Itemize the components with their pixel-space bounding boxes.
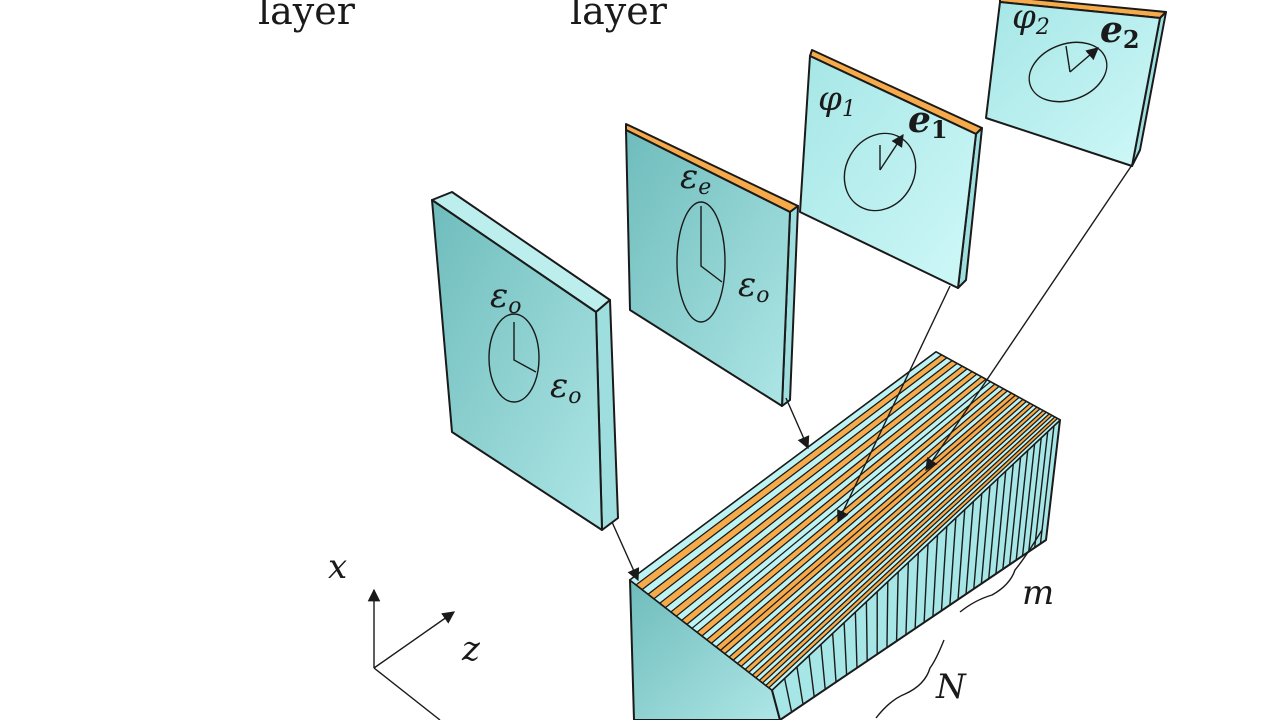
- panel-isotropic: εo εo: [431, 191, 619, 531]
- stack-side-separator: [914, 552, 920, 629]
- stack-side-separator: [923, 543, 929, 623]
- stack-side-separator: [995, 470, 1007, 574]
- brace-n: [875, 639, 945, 719]
- panel-rotated-1: φ1 e1: [799, 49, 983, 289]
- eps-o-top: εo: [490, 276, 522, 319]
- axes: x z: [328, 547, 481, 720]
- stack-side-separator: [940, 526, 948, 611]
- panel-rotated-2: φ2 e2: [985, 0, 1167, 167]
- eps-o-side: εo: [550, 366, 582, 409]
- label-n: N: [935, 667, 967, 707]
- phi-1: φ1: [818, 79, 856, 122]
- stack-side-separator: [965, 501, 975, 595]
- stack-side-separator: [988, 478, 999, 579]
- stack-side-separator: [973, 493, 983, 589]
- stack-side-separator: [1008, 456, 1022, 565]
- panel-anisotropic: εe εo: [625, 123, 799, 407]
- axis-z-label: z: [461, 629, 481, 669]
- stack-side-separator: [843, 622, 848, 675]
- stack-side-separator: [854, 611, 858, 668]
- arrow-rotated-2: [925, 161, 1135, 472]
- stack-side-separator: [1021, 443, 1036, 556]
- arrow-anisotropic: [785, 397, 810, 450]
- eps-e-top: εe: [680, 157, 711, 200]
- layer-label-right: layer: [570, 0, 668, 33]
- stack-side-separator: [957, 509, 966, 600]
- arrow-isotropic: [611, 521, 640, 582]
- stack-side-separator: [905, 562, 910, 635]
- stack-side-separator: [886, 581, 889, 648]
- axis-x-label: x: [328, 547, 347, 587]
- stack-side-separator: [980, 485, 991, 584]
- stack-side-separator: [1015, 450, 1029, 561]
- stack-layer-stripe: [768, 417, 1062, 691]
- stack-side-separator: [1033, 431, 1049, 548]
- stack-side-separator: [796, 666, 804, 705]
- e2-vector: e2: [1100, 9, 1140, 54]
- stack-side-separator: [949, 517, 957, 606]
- e1-vector: e1: [908, 99, 948, 144]
- layer-stack: [629, 351, 1062, 720]
- stack-side-separator: [783, 678, 793, 713]
- eps-o-side-2: εo: [738, 265, 770, 308]
- layer-label-left: layer: [258, 0, 356, 33]
- phi-2: φ2: [1012, 0, 1050, 40]
- arrow-rotated-1: [837, 285, 951, 524]
- stack-side-separator: [808, 655, 815, 697]
- stack-side-lines: [771, 425, 1055, 720]
- stack-side-separator: [771, 689, 781, 720]
- label-m: m: [1022, 573, 1054, 613]
- brace-m: [959, 529, 1043, 613]
- stack-side-separator: [1028, 437, 1042, 552]
- stack-side-separator: [820, 644, 826, 690]
- stack-side-separator: [1002, 463, 1014, 570]
- stack-side-separator: [865, 601, 868, 662]
- stack-stripes: [629, 351, 1062, 691]
- stack-side-separator: [831, 633, 837, 683]
- stack-side-separator: [932, 534, 939, 617]
- stack-side-separator: [1039, 425, 1055, 544]
- stack-side-separator: [895, 571, 899, 642]
